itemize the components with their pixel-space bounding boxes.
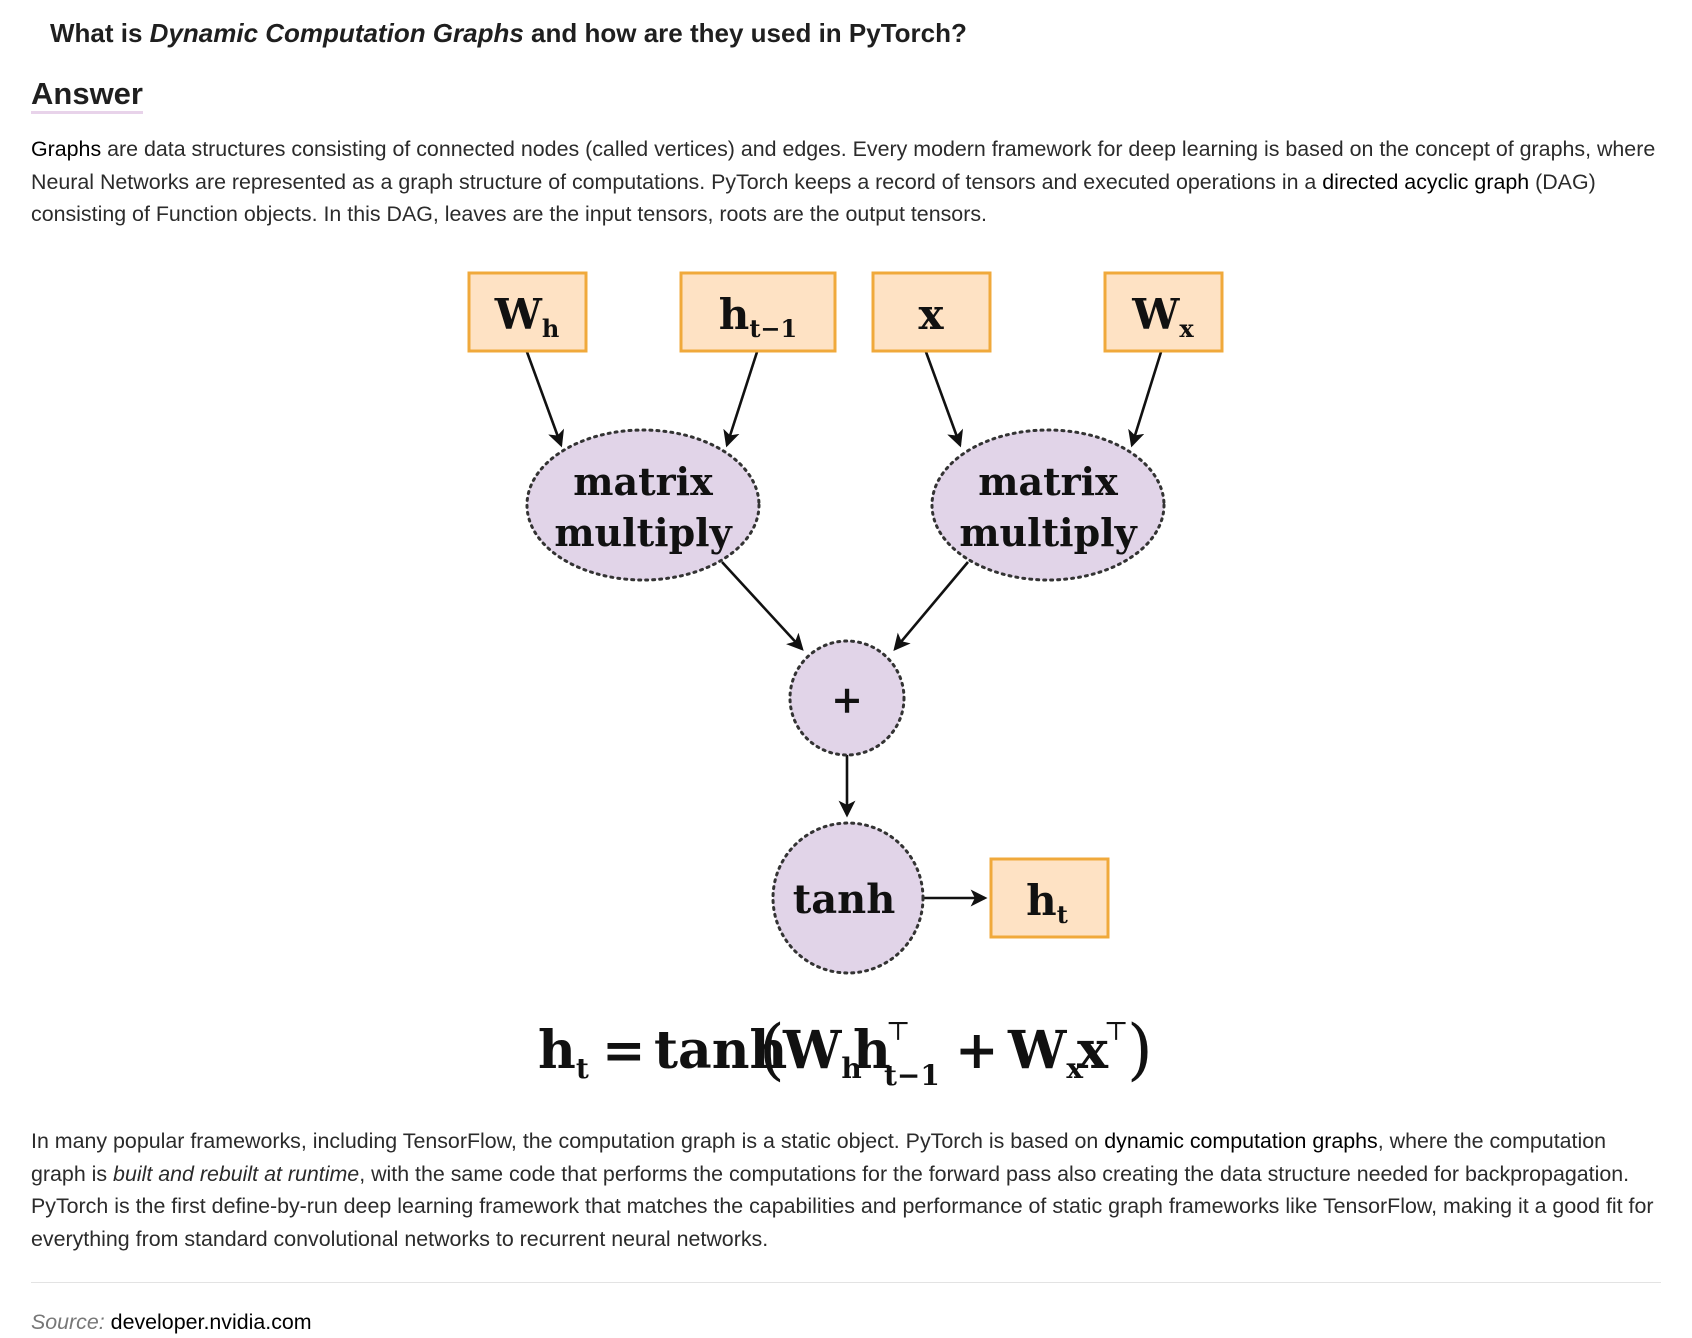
op-node-plus-label: + [831, 677, 863, 722]
input-node-x-box [871, 271, 992, 353]
formula-term-h: h [853, 1020, 891, 1081]
output-node-ht: ht [989, 857, 1110, 939]
edge-ht1-to-matmul-left [723, 351, 759, 448]
edge-x-to-matmul-right [924, 351, 964, 448]
intro-text-2: (DAG) consisting of Function objects. In… [31, 169, 1596, 227]
formula-plus: + [955, 1020, 999, 1081]
output-node-ht-label: ht [1026, 876, 1068, 929]
input-node-ht1-label: ht−1 [719, 290, 797, 343]
question-suffix: and how are they used in PyTorch? [523, 18, 967, 48]
formula-h-sub: t−1 [884, 1059, 940, 1092]
op-node-tanh: tanh [771, 821, 925, 975]
dag-link[interactable]: directed acyclic graph [1322, 169, 1530, 194]
input-node-x-label: x [918, 290, 944, 339]
dynamic-text-2: , where the computation graph is [31, 1129, 1607, 1186]
graph-edges [525, 351, 1163, 907]
edge-wx-to-matmul-right [1128, 351, 1163, 448]
graphs-link[interactable]: Graphs [31, 137, 102, 161]
op-node-matmul-right-line2: multiply [959, 510, 1137, 555]
op-node-matmul-right-shape [930, 428, 1166, 582]
op-node-matmul-left: matrix multiply [525, 428, 761, 582]
source-label: Source: [31, 1310, 105, 1334]
input-node-wx: Wx [1103, 271, 1224, 353]
dynamic-graph-paragraph: In many popular frameworks, including Te… [31, 1125, 1663, 1255]
input-node-wh-box [467, 271, 588, 353]
op-node-matmul-right-line1: matrix [978, 459, 1118, 504]
formula-term-w1: Wh [782, 1020, 862, 1085]
output-node-ht-box [989, 857, 1110, 939]
section-divider [31, 1282, 1661, 1283]
input-node-wh-label: Wh [494, 290, 560, 343]
dynamic-text-1: In many popular frameworks, including Te… [31, 1129, 1105, 1153]
formula-equals: = [602, 1020, 646, 1081]
dynamic-graphs-link[interactable]: dynamic computation graphs [1104, 1129, 1378, 1153]
question-prefix: What is [50, 18, 150, 48]
op-node-matmul-left-shape [525, 428, 761, 582]
formula-term-x: x [1077, 1020, 1109, 1081]
question-emphasis: Dynamic Computation Graphs [149, 18, 524, 48]
formula-h-sup: ⊤ [886, 1017, 910, 1047]
input-node-wx-label: Wx [1131, 290, 1194, 343]
op-node-tanh-shape [771, 821, 925, 975]
intro-paragraph: Graphs are data structures consisting of… [31, 133, 1663, 231]
formula-function: tanh [654, 1020, 787, 1081]
edge-matmul-right-to-plus [893, 561, 969, 651]
edge-matmul-left-to-plus [721, 561, 804, 651]
input-node-ht1-box [679, 271, 837, 353]
question-heading: What is Dynamic Computation Graphs and h… [50, 18, 967, 49]
input-node-wh: Wh [467, 271, 588, 353]
formula-lhs: ht [538, 1020, 589, 1085]
formula-x-sup: ⊤ [1104, 1017, 1128, 1047]
formula-term-w2: Wx [1007, 1020, 1083, 1085]
formula-close-paren: ) [1127, 1011, 1153, 1088]
op-node-plus: + [788, 639, 906, 757]
op-node-tanh-label: tanh [793, 876, 896, 923]
op-node-plus-shape [788, 639, 906, 757]
source-line: Source: developer.nvidia.com [31, 1310, 312, 1335]
input-node-x: x [871, 271, 992, 353]
answer-heading: Answer [31, 77, 143, 114]
dynamic-emphasis: built and rebuilt at runtime [113, 1161, 360, 1186]
intro-text-1: are data structures consisting of connec… [31, 137, 1656, 194]
formula-open-paren: ( [759, 1011, 785, 1088]
source-link[interactable]: developer.nvidia.com [110, 1310, 312, 1334]
op-node-matmul-left-line2: multiply [554, 510, 732, 555]
op-node-matmul-left-line1: matrix [573, 459, 713, 504]
dynamic-text-3: , with the same code that performs the c… [31, 1161, 1654, 1251]
rnn-formula: ht = tanh ( Wh h ⊤ t−1 + Wx x ⊤ ) [538, 1011, 1153, 1092]
input-node-wx-box [1103, 271, 1224, 353]
input-node-ht1: ht−1 [679, 271, 837, 353]
edge-wh-to-matmul-left [525, 351, 565, 448]
op-node-matmul-right: matrix multiply [930, 428, 1166, 582]
